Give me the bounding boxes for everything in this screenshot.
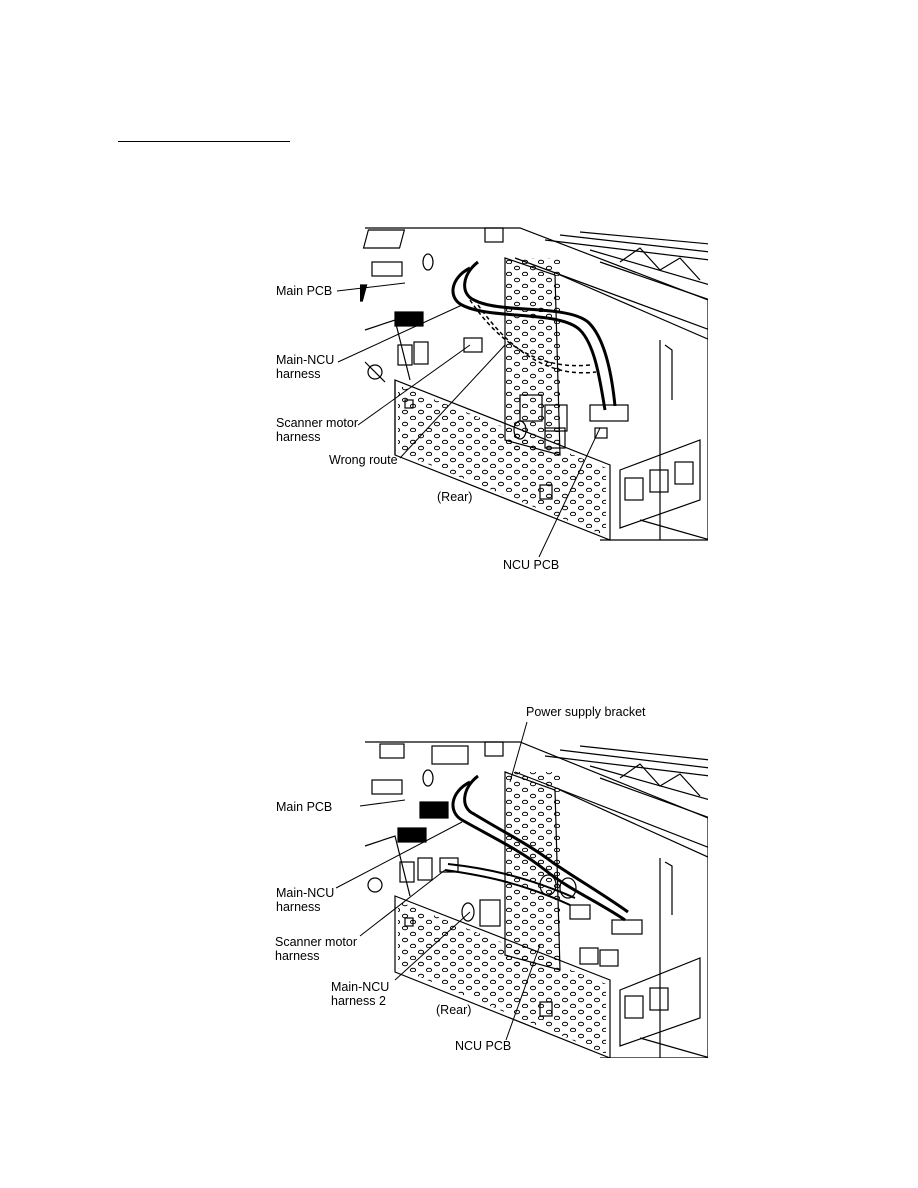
label-ncu-pcb-2: NCU PCB [455, 1039, 512, 1053]
figure-1-front-plate-holes [398, 385, 606, 536]
figure-2-front-plate-holes [398, 901, 606, 1054]
label-scanner-motor-harness-line1: Scanner motor [276, 416, 358, 430]
label-main-ncu-harness: Main-NCU harness [276, 353, 334, 381]
label-scanner-motor-harness: Scanner motor harness [276, 416, 358, 444]
label-wrong-route: Wrong route [329, 453, 398, 467]
label-scanner-motor-harness-fig2: Scanner motor harness [275, 935, 357, 963]
label-rear: (Rear) [437, 490, 473, 504]
label-rear-2: (Rear) [436, 1003, 472, 1017]
label-main-ncu-harness-fig2-line2: harness [276, 900, 321, 914]
label-main-ncu-harness-2-line2: harness 2 [331, 994, 386, 1008]
label-main-ncu-harness-fig2: Main-NCU harness [276, 886, 334, 914]
label-main-ncu-harness-2-line1: Main-NCU [331, 980, 390, 994]
label-scanner-motor-harness-line2: harness [276, 430, 321, 444]
label-main-pcb-2: Main PCB [276, 800, 333, 814]
figure-1-leader-lines [336, 282, 601, 558]
section-heading-underline [118, 141, 290, 142]
label-main-ncu-harness-fig2-line1: Main-NCU [276, 886, 335, 900]
figure-2-leader-lines [335, 721, 541, 1041]
label-main-pcb: Main PCB [276, 284, 333, 298]
label-main-ncu-harness-line2: harness [276, 367, 321, 381]
figure-2-drawing [364, 741, 708, 1058]
label-main-ncu-harness-line1: Main-NCU [276, 353, 335, 367]
label-scanner-motor-harness-fig2-line1: Scanner motor [275, 935, 357, 949]
label-ncu-pcb: NCU PCB [503, 558, 560, 572]
label-scanner-motor-harness-fig2-line2: harness [275, 949, 320, 963]
label-main-ncu-harness-2: Main-NCU harness 2 [331, 980, 389, 1008]
label-power-supply-bracket: Power supply bracket [526, 705, 646, 719]
